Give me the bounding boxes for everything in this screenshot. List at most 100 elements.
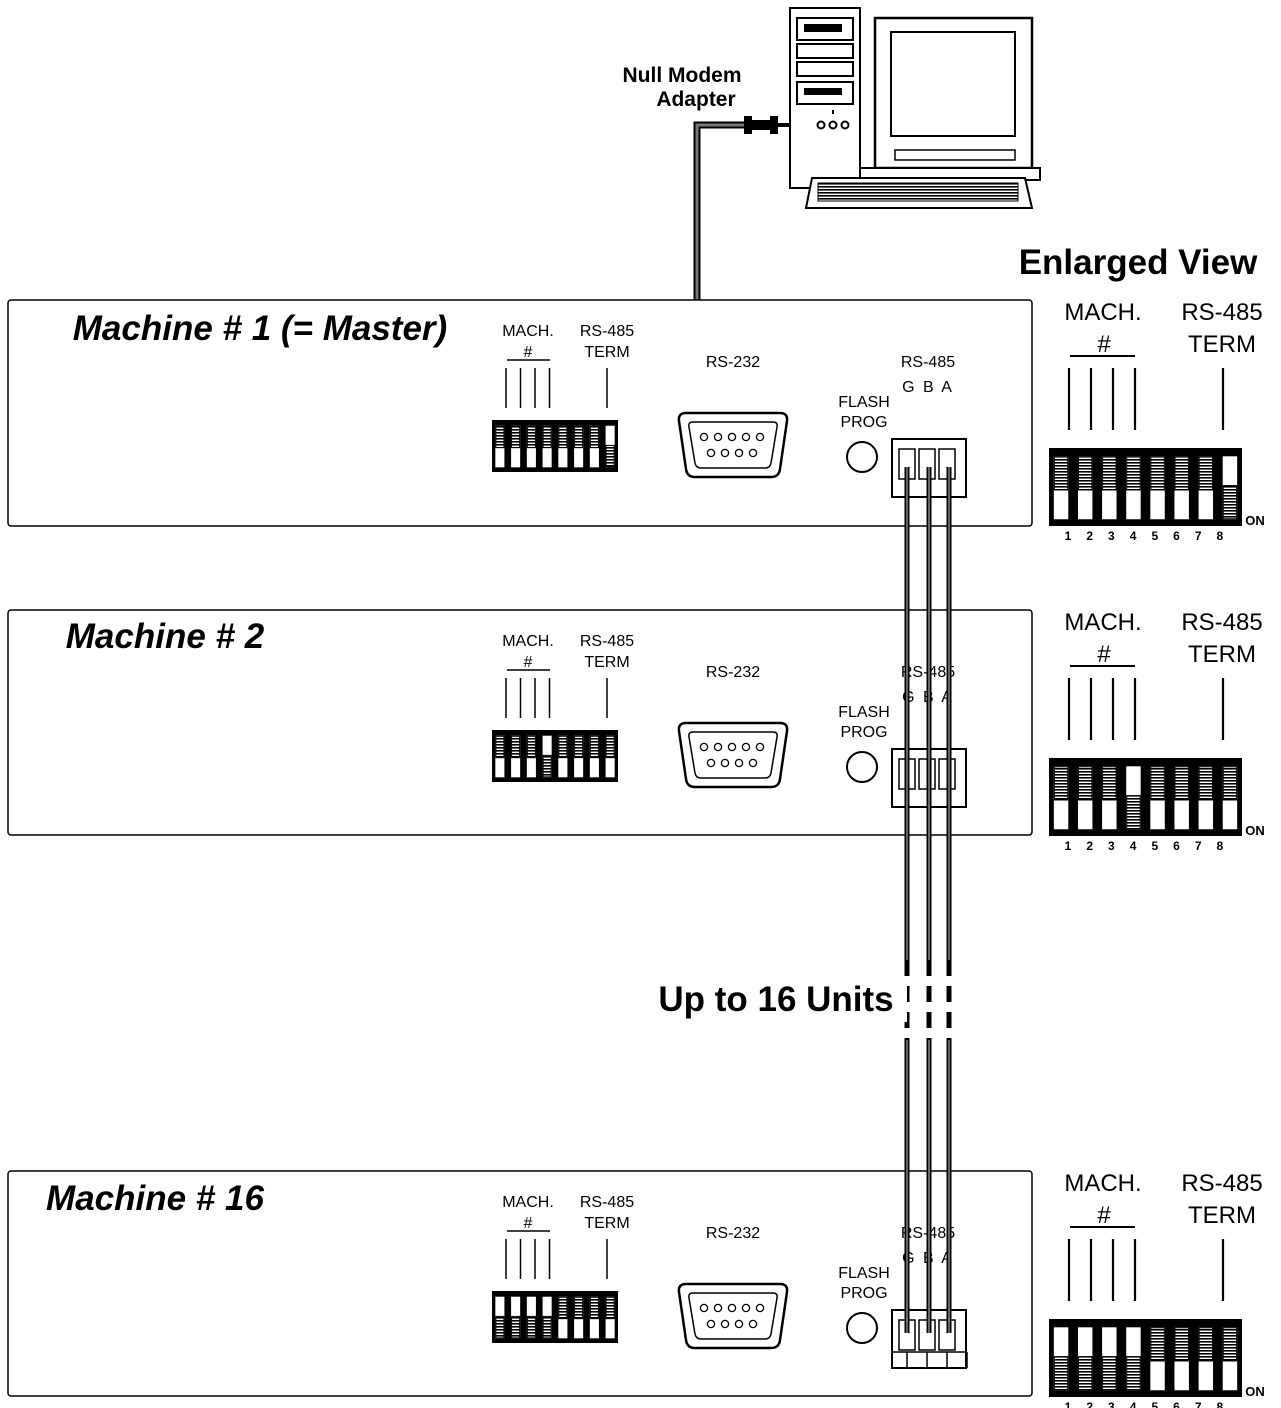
dip-knob-on <box>1126 795 1141 830</box>
switch-number: 1 <box>1065 1400 1072 1408</box>
dip-knob-off <box>558 1296 568 1320</box>
dip-knob-off <box>511 735 521 759</box>
dip-switch <box>492 420 618 472</box>
switch-number: 8 <box>1217 839 1224 853</box>
on-label: ON <box>1245 513 1265 528</box>
dip-knob-on <box>542 754 552 778</box>
dip-knob-off <box>558 425 568 449</box>
switch-number: 1 <box>1065 839 1072 853</box>
rs232-pin <box>727 432 737 442</box>
dip-switch-5 <box>557 734 569 779</box>
dip-knob-off <box>574 735 584 759</box>
term-label-line1: RS-485 <box>580 1194 634 1211</box>
rs232-pin <box>699 1303 709 1313</box>
dip-switch-8 <box>604 1295 616 1340</box>
dip-switch-2 <box>510 734 522 779</box>
dip-switch-4 <box>1125 765 1142 831</box>
dip-knob-off <box>1102 766 1117 801</box>
dip-switch-7 <box>588 424 600 469</box>
dip-knob-off <box>1053 766 1069 801</box>
switch-number: 7 <box>1195 529 1202 543</box>
rs232-inner <box>688 731 778 779</box>
switch-number: 2 <box>1086 839 1093 853</box>
dip-switch-7 <box>1197 1326 1215 1392</box>
switch-number: 5 <box>1151 839 1158 853</box>
dip-knob-on <box>1126 1356 1141 1391</box>
dip-knob-on <box>1077 1356 1093 1391</box>
rs232-pin <box>706 758 716 768</box>
dip-switch-3 <box>525 734 537 779</box>
switch-number: 4 <box>1130 1400 1137 1408</box>
rs232-label: RS-232 <box>706 664 760 681</box>
dip-switch-2 <box>1076 455 1094 521</box>
switch-number: 1 <box>1065 529 1072 543</box>
dip-switch-2 <box>1076 1326 1094 1392</box>
rs232-pin <box>727 1303 737 1313</box>
on-label: ON <box>1245 823 1265 838</box>
term-label-line2: TERM <box>584 1215 629 1232</box>
enlarged-term-label-line2: TERM <box>1188 641 1256 668</box>
dip-knob-off <box>1102 456 1117 491</box>
dip-knob-off <box>1126 456 1141 491</box>
rs232-pin <box>713 432 723 442</box>
term-label-line1: RS-485 <box>580 323 634 340</box>
rs232-pin <box>706 1319 716 1329</box>
dip-switch-7 <box>1197 455 1215 521</box>
dip-switch-8 <box>1221 765 1239 831</box>
dip-switch-5 <box>557 424 569 469</box>
flash-prog-button <box>846 441 878 473</box>
dip-switch-1 <box>1052 765 1070 831</box>
dip-knob-off <box>605 735 615 759</box>
mach-hash-label: # <box>524 654 533 671</box>
dip-switch <box>492 1291 618 1343</box>
dip-switch-8 <box>604 424 616 469</box>
rs232-pin <box>734 758 744 768</box>
dip-switch-7 <box>1197 765 1215 831</box>
dip-knob-off <box>1222 1327 1238 1362</box>
dip-knob-on <box>495 1315 505 1339</box>
switch-number: 3 <box>1108 839 1115 853</box>
dip-knob-off <box>542 425 552 449</box>
switch-number: 8 <box>1217 529 1224 543</box>
dip-switch-3 <box>525 1295 537 1340</box>
term-label-line2: TERM <box>584 344 629 361</box>
dip-knob-off <box>511 425 521 449</box>
dip-knob-off <box>589 425 599 449</box>
enlarged-dip-switch <box>1049 758 1242 836</box>
units-label-bg <box>645 980 907 1022</box>
dip-knob-off <box>1150 1327 1165 1362</box>
pc-keyboard <box>804 177 1034 209</box>
dip-knob-off <box>1198 1327 1214 1362</box>
dip-switch-5 <box>1149 1326 1166 1392</box>
switch-number: 3 <box>1108 529 1115 543</box>
dip-switch-1 <box>494 424 506 469</box>
rs232-pin <box>755 432 765 442</box>
flash-prog-button <box>846 1312 878 1344</box>
rs232-connector <box>677 721 789 789</box>
dip-knob-off <box>526 425 536 449</box>
rs232-pin <box>706 448 716 458</box>
dip-switch-6 <box>573 424 585 469</box>
dip-switch-6 <box>1173 455 1190 521</box>
flash-label-line1: FLASH <box>838 394 890 411</box>
mach-hash-label: # <box>524 1215 533 1232</box>
enlarged-term-label-line2: TERM <box>1188 1202 1256 1229</box>
dip-knob-off <box>1174 456 1189 491</box>
enlarged-mach-hash: # <box>1097 1202 1111 1229</box>
switch-number: 7 <box>1195 839 1202 853</box>
dip-switch-3 <box>1101 765 1118 831</box>
switch-number: 6 <box>1173 529 1180 543</box>
rs232-pin <box>713 742 723 752</box>
dip-knob-off <box>1174 766 1189 801</box>
machine-panel-1: Machine # 1 (= Master)MACH.#RS-485TERMRS… <box>7 299 1033 527</box>
null-modem-adapter <box>744 116 778 134</box>
rs485-label: RS-485 <box>901 354 955 371</box>
rs485-bus <box>904 467 952 1333</box>
rs232-pin <box>720 758 730 768</box>
rs485-pins-label: G B A <box>902 379 954 396</box>
